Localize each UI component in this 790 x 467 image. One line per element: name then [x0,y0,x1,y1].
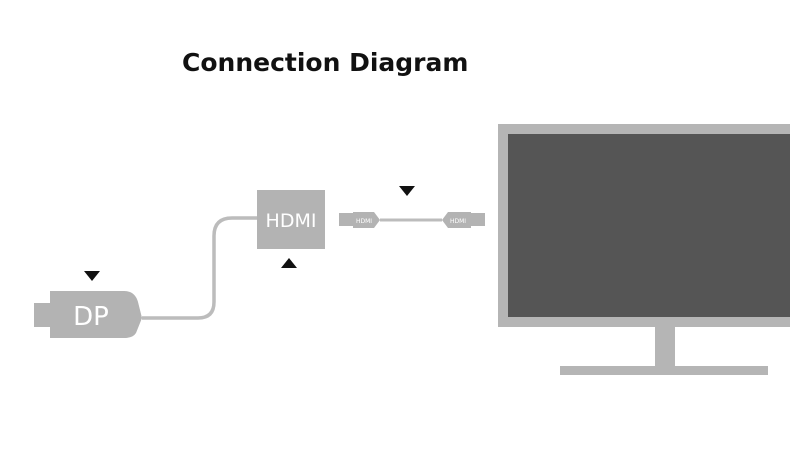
hdmi-adapter: HDMI [257,190,325,249]
dp-label: DP [73,302,109,332]
diagram-title: Connection Diagram [182,48,469,77]
monitor [498,124,790,375]
monitor-screen [508,134,790,317]
hdmi-adapter-label: HDMI [266,210,317,232]
monitor-neck [655,327,675,367]
dp-connector-body [50,291,142,338]
dp-to-hdmi-cable [142,216,258,320]
hdmi-adapter-body [257,190,325,249]
hdmi-cable-right-tip [471,213,485,226]
monitor-base [560,366,768,375]
hdmi-cable-left-plug-label: HDMI [356,218,372,225]
hdmi-cable-right-plug [442,212,471,228]
hdmi-cable-left-plug [353,212,380,228]
hdmi-adapter-pointer-arrow [281,258,297,268]
hdmi-cable-right-plug-label: HDMI [450,218,466,225]
hdmi-cable-pointer-arrow [399,186,415,196]
dp-connector: DP [34,291,142,338]
dp-pointer-arrow [84,271,100,281]
dp-connector-tip [34,303,50,327]
hdmi-cable-left-tip [339,213,353,226]
hdmi-cable: HDMI HDMI [339,212,485,228]
